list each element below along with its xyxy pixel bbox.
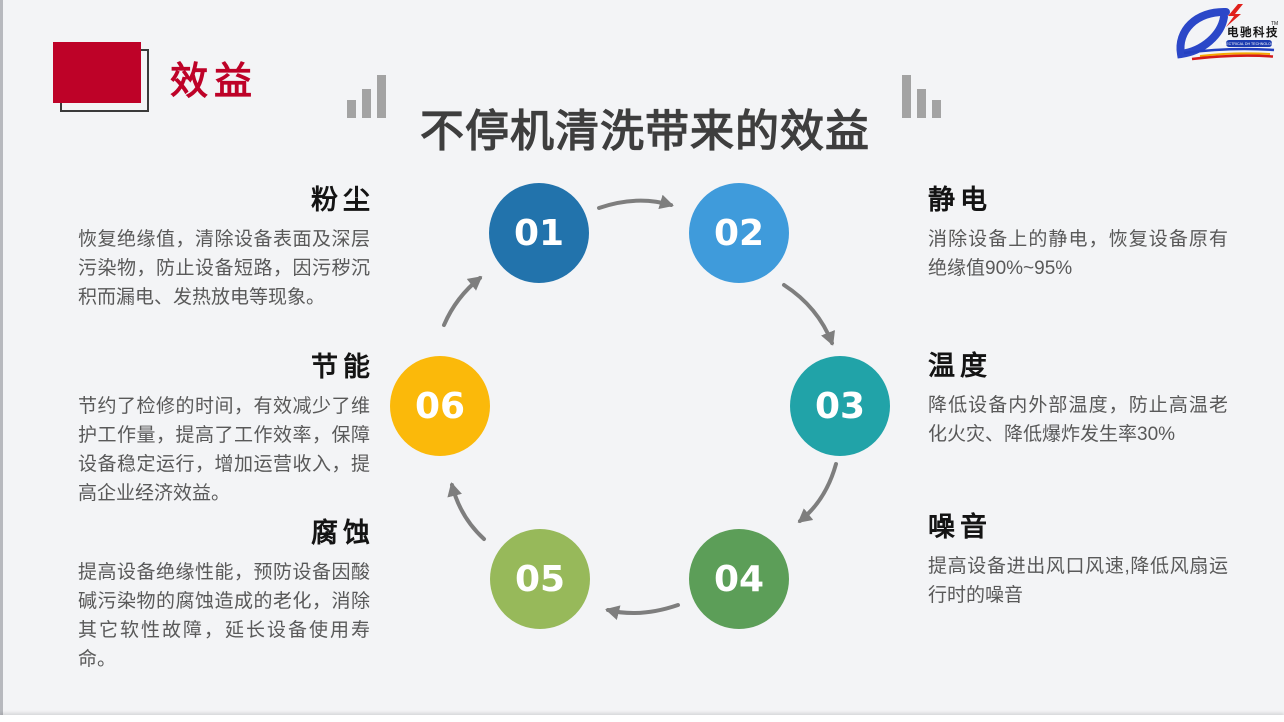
logo-stripe-red [1191,54,1274,61]
cycle-step-4: 04 [689,529,789,629]
benefit-heading: 粉尘 [311,185,375,215]
equalizer-bars-right-icon [902,74,941,118]
arrow-02-03 [782,283,835,346]
benefit-heading: 腐蚀 [311,518,375,548]
cycle-step-5: 05 [490,529,590,629]
cycle-step-3: 03 [790,356,890,456]
benefit-block-static: 静电 消除设备上的静电，恢复设备原有绝缘值90%~95% [928,178,1228,283]
benefit-body: 节约了检修的时间，有效减少了维护工作量，提高了工作效率，保障设备稳定运行，增加运… [78,396,370,504]
step-number: 04 [713,558,765,600]
step-number: 06 [414,385,466,427]
logo-stripe-yellow [1199,52,1271,57]
cycle-diagram: 01 02 03 04 05 06 [380,165,900,643]
arrow-06-01 [442,276,483,327]
bar [347,100,356,118]
benefit-body: 恢复绝缘值，清除设备表面及深层污染物，防止设备短路，因污秽沉积而漏电、发热放电等… [78,229,370,308]
logo-tm: TM [1271,21,1278,27]
logo-stripe-blue [1183,47,1275,55]
step-number: 01 [513,212,565,254]
arrow-01-02 [597,194,674,210]
benefit-block-temperature: 温度 降低设备内外部温度，防止高温老化火灾、降低爆炸发生率30% [928,344,1228,449]
bar [377,75,386,118]
arrow-03-04 [797,462,838,523]
logo-company-name: 电驰科技 [1227,25,1279,39]
benefit-body: 提高设备绝缘性能，预防设备因酸碱污染物的腐蚀造成的老化，消除其它软性故障，延长设… [78,562,370,670]
step-number: 03 [814,385,866,427]
equalizer-bars-left-icon [347,74,386,118]
bar [932,100,941,118]
cycle-step-2: 02 [689,183,789,283]
cycle-step-6: 06 [390,356,490,456]
arrow-04-05 [605,603,680,620]
benefit-heading: 噪音 [928,512,992,542]
benefit-body: 降低设备内外部温度，防止高温老化火灾、降低爆炸发生率30% [928,395,1228,445]
benefit-body: 提高设备进出风口风速,降低风扇运行时的噪音 [928,556,1228,606]
bar [362,89,371,118]
benefit-heading: 节能 [311,352,375,382]
company-logo: 电驰科技 TM ELECTRICAL DH TECHNOLOGY [1170,3,1280,63]
benefit-block-corrosion: 腐蚀 提高设备绝缘性能，预防设备因酸碱污染物的腐蚀造成的老化，消除其它软性故障，… [78,511,370,674]
benefit-heading: 静电 [928,185,992,215]
bar [902,75,911,118]
logo-tagline: ELECTRICAL DH TECHNOLOGY [1222,42,1277,46]
benefit-block-energy: 节能 节约了检修的时间，有效减少了维护工作量，提高了工作效率，保障设备稳定运行，… [78,345,370,508]
step-number: 02 [713,212,765,254]
benefit-heading: 温度 [928,351,992,381]
arrow-05-06 [447,482,486,541]
logo-d-swoosh-icon [1176,7,1230,59]
bar [917,89,926,118]
lightning-icon [1226,4,1243,27]
benefit-body: 消除设备上的静电，恢复设备原有绝缘值90%~95% [928,229,1228,279]
window-edge [0,0,3,715]
benefit-block-noise: 噪音 提高设备进出风口风速,降低风扇运行时的噪音 [928,505,1228,610]
cycle-arrows [442,194,838,620]
bottom-strip [0,715,1284,722]
benefit-block-dust: 粉尘 恢复绝缘值，清除设备表面及深层污染物，防止设备短路，因污秽沉积而漏电、发热… [78,178,370,312]
header-square [53,42,141,103]
slide-title: 不停机清洗带来的效益 [420,107,870,157]
cycle-step-1: 01 [489,183,589,283]
step-number: 05 [514,558,566,600]
section-label: 效益 [170,61,259,103]
